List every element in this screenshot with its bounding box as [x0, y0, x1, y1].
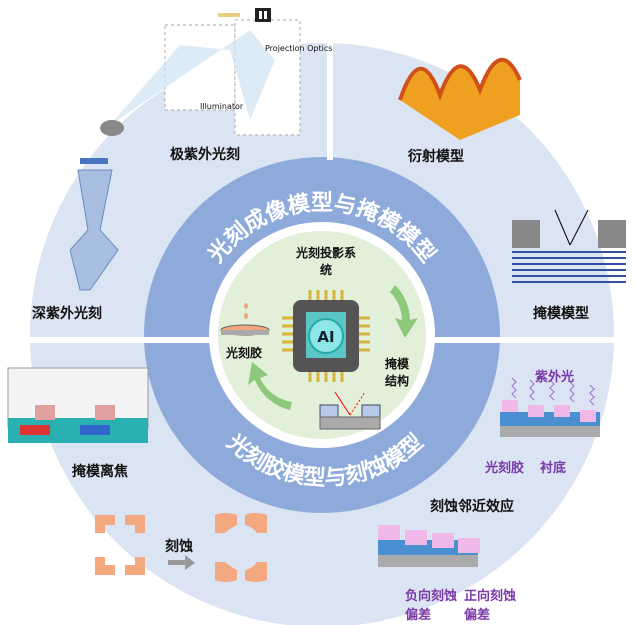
substrate-label: 衬底 [540, 461, 567, 476]
photoresist-label: 光刻胶 [485, 461, 525, 476]
cycle-arrow-icon [248, 362, 292, 410]
mask-model-illustration [512, 209, 626, 283]
euv-label: 极紫外光刻 [170, 147, 240, 163]
resist-wafer-icon [220, 303, 270, 336]
mask-structure-icon [319, 391, 381, 430]
mask-structure-label: 掩模结构 [385, 357, 410, 388]
negative-bias-label: 负向刻蚀偏差 [405, 589, 458, 623]
etch-proximity-label: 刻蚀邻近效应 [430, 499, 514, 515]
etch-label: 刻蚀 [165, 539, 193, 555]
ai-chip-icon: AI [282, 290, 370, 382]
duv-label: 深紫外光刻 [32, 306, 102, 322]
mask-defocus-label: 掩模离焦 [72, 464, 128, 480]
euv-optics-illustration [100, 8, 301, 136]
cycle-arrow-icon [390, 285, 418, 338]
diffraction-surface [398, 58, 522, 140]
etch-bias-illustration [378, 525, 480, 567]
positive-bias-label: 正向刻蚀偏差 [464, 589, 517, 623]
resist-label: 光刻胶 [226, 346, 263, 360]
duv-lens-stack [69, 158, 119, 291]
svg-text:AI: AI [317, 328, 334, 346]
illuminator-label: Illuminator [200, 102, 244, 111]
diffraction-label: 衍射模型 [408, 149, 464, 165]
arrow-right-icon [168, 555, 195, 570]
uv-resist-illustration [500, 377, 600, 437]
projection-system-label: 光刻投影系统 [296, 246, 357, 277]
uv-label: 紫外光 [535, 370, 575, 385]
mask-defocus-plot [7, 367, 149, 443]
etch-shapes-illustration [95, 513, 267, 582]
mask-model-label: 掩模模型 [533, 306, 589, 322]
projection-optics-label: Projection Optics [265, 44, 333, 53]
